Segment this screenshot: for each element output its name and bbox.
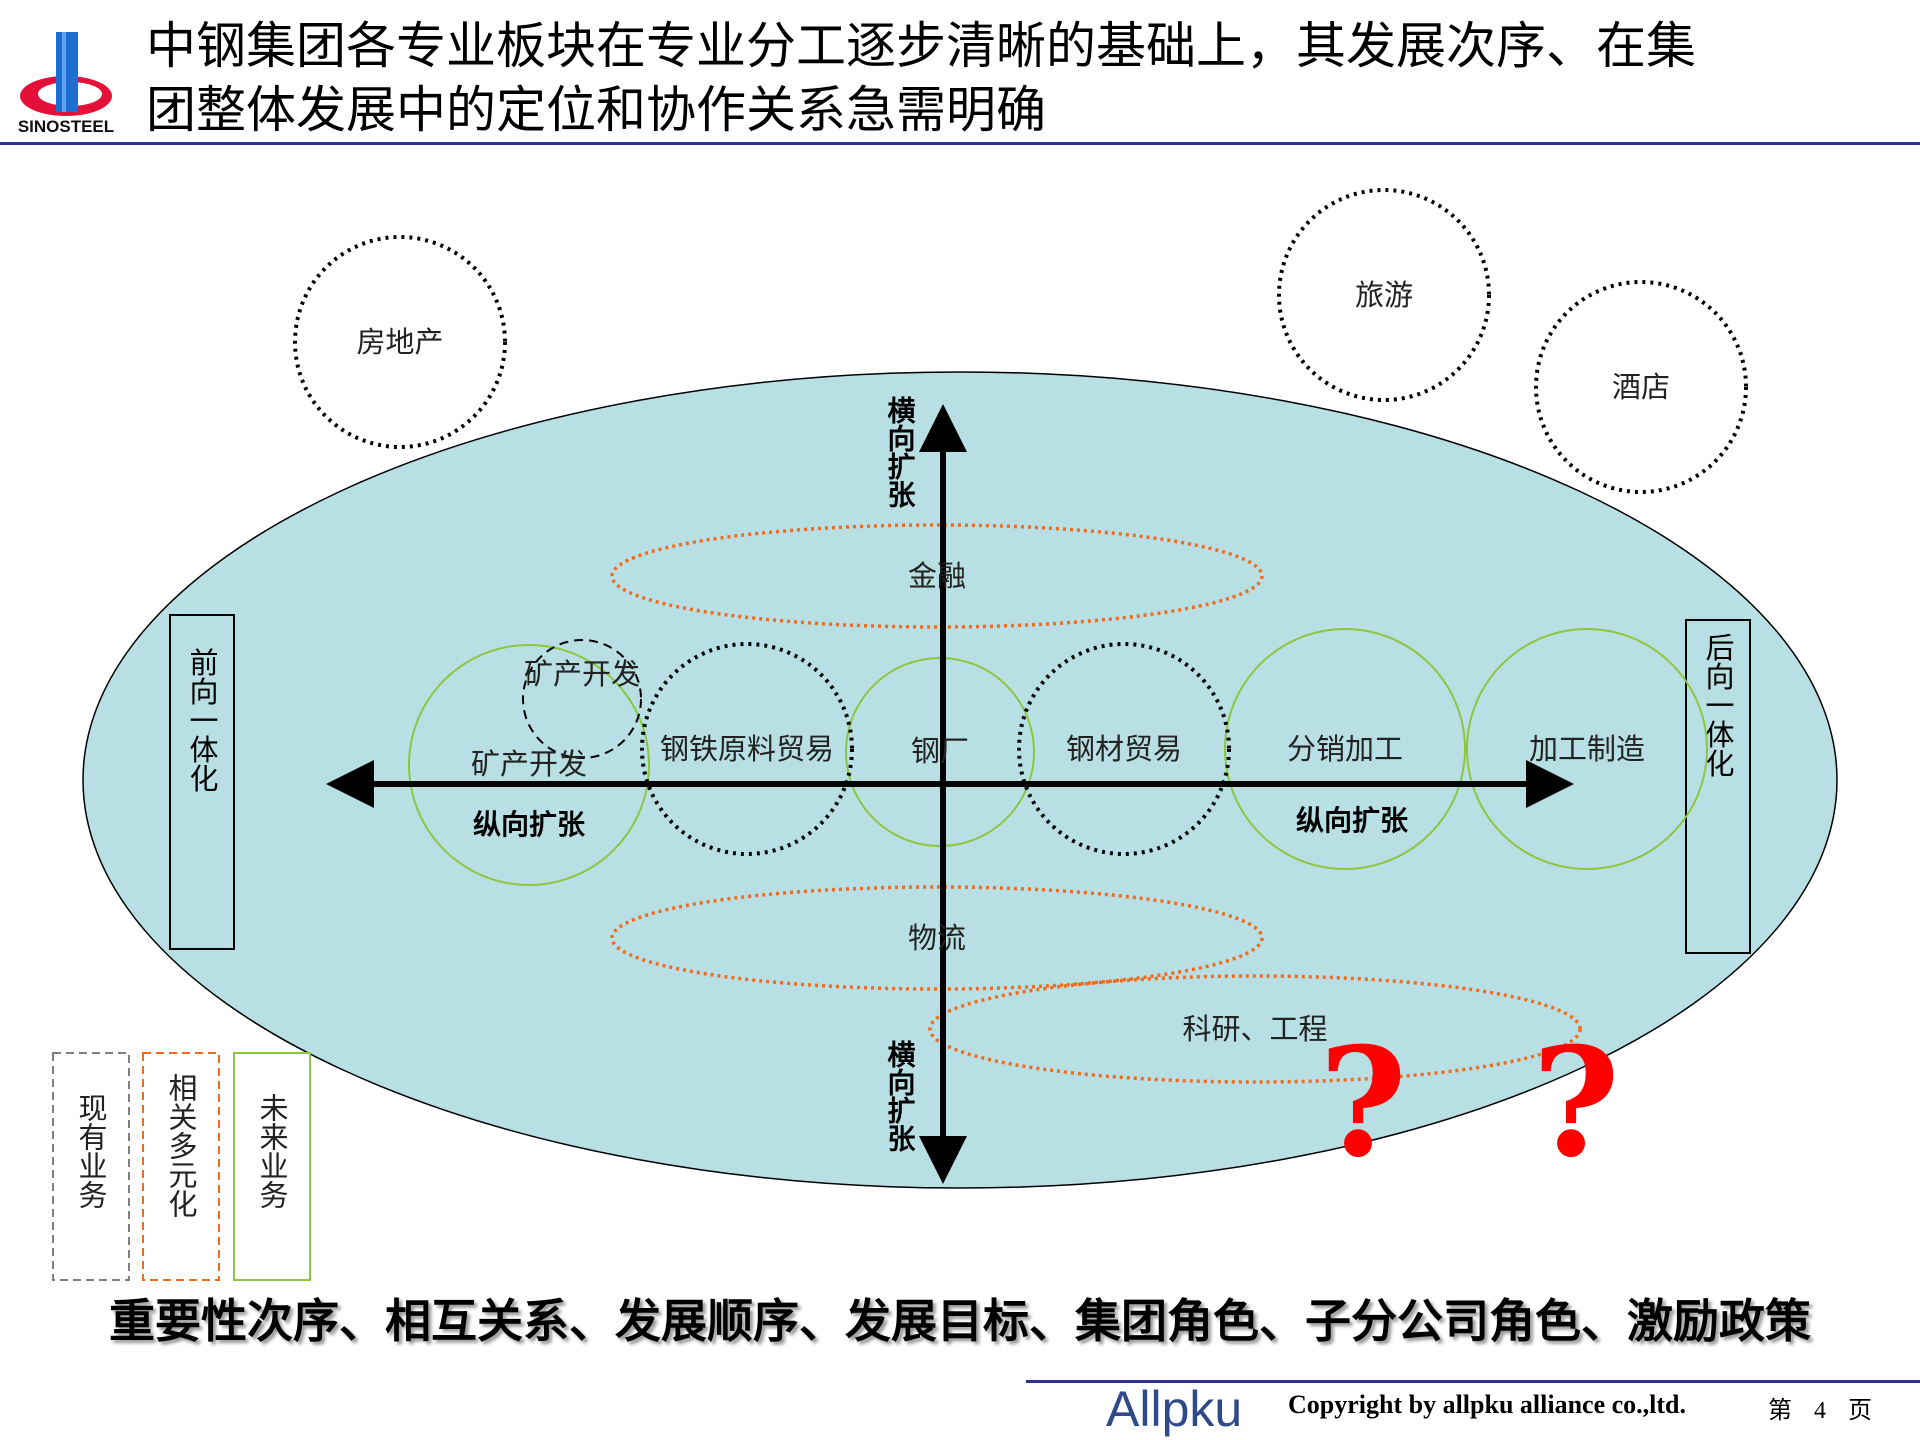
legend-existing-box (52, 1052, 130, 1281)
ellipse-finance (610, 523, 1264, 629)
main-ellipse (82, 371, 1838, 1189)
question-mark: ? (1532, 1015, 1620, 1191)
question-mark: ? (1319, 1015, 1407, 1191)
legend-related-box (142, 1052, 220, 1281)
label-logistics: 物流 (908, 921, 966, 955)
axis-label-right: 纵向扩张 (1296, 804, 1408, 837)
circle-hotel (1534, 280, 1748, 494)
label-hotel: 酒店 (1612, 370, 1670, 404)
label-finance: 金融 (908, 559, 966, 593)
circle-tourism (1277, 188, 1491, 402)
page-number: 第 4 页 (1768, 1398, 1880, 1424)
legend-related-label: 相关多元化 (164, 1073, 198, 1218)
ellipse-logistics (610, 885, 1264, 991)
circle-mining-dev (522, 639, 642, 759)
circle-raw-material-trade (640, 642, 854, 856)
backward-integration-box (1685, 619, 1751, 954)
circle-steel-trade (1017, 642, 1231, 856)
legend-existing-label: 现有业务 (74, 1093, 108, 1209)
label-mining-dev: 矿产开发 (524, 657, 640, 691)
label-steel-mill: 钢厂 (911, 734, 969, 768)
label-raw-material-trade: 钢铁原料贸易 (660, 732, 834, 766)
forward-integration-box (169, 614, 235, 950)
axis-label-left: 纵向扩张 (473, 808, 585, 841)
allpku-logo: Allpku (1106, 1381, 1243, 1437)
label-mining: 矿产开发 (471, 747, 587, 781)
title-line-2: 团整体发展中的定位和协作关系急需明确 (146, 81, 1046, 139)
legend-future-box (233, 1052, 311, 1281)
label-tourism: 旅游 (1355, 278, 1413, 312)
header-divider (0, 142, 1920, 145)
circle-real-estate (293, 235, 507, 449)
title-line-1: 中钢集团各专业板块在专业分工逐步清晰的基础上，其发展次序、在集 (146, 17, 1696, 75)
label-manufacturing: 加工制造 (1529, 732, 1645, 766)
axis-label-top: 横向扩张 (884, 396, 917, 509)
label-steel-trade: 钢材贸易 (1066, 732, 1182, 766)
copyright: Copyright by allpku alliance co.,ltd. (1288, 1390, 1686, 1419)
ellipse-rnd (928, 974, 1582, 1084)
circle-manufacturing (1466, 628, 1708, 870)
circle-distribution (1224, 628, 1466, 870)
circle-mining (408, 644, 650, 886)
footer-divider (1026, 1380, 1920, 1383)
label-real-estate: 房地产 (356, 325, 443, 359)
legend-future-label: 未来业务 (255, 1093, 289, 1209)
label-distribution: 分销加工 (1287, 732, 1403, 766)
page-title: 中钢集团各专业板块在专业分工逐步清晰的基础上，其发展次序、在集 团整体发展中的定… (146, 14, 1696, 142)
logo: SINOSTEEL (14, 28, 118, 138)
logo-text: SINOSTEEL (18, 117, 114, 136)
label-rnd: 科研、工程 (1182, 1012, 1327, 1046)
bottom-summary: 重要性次序、相互关系、发展顺序、发展目标、集团角色、子分公司角色、激励政策 (109, 1294, 1811, 1348)
axis-label-bottom: 横向扩张 (884, 1040, 917, 1153)
forward-integration-label: 前向一体化 (185, 647, 219, 792)
